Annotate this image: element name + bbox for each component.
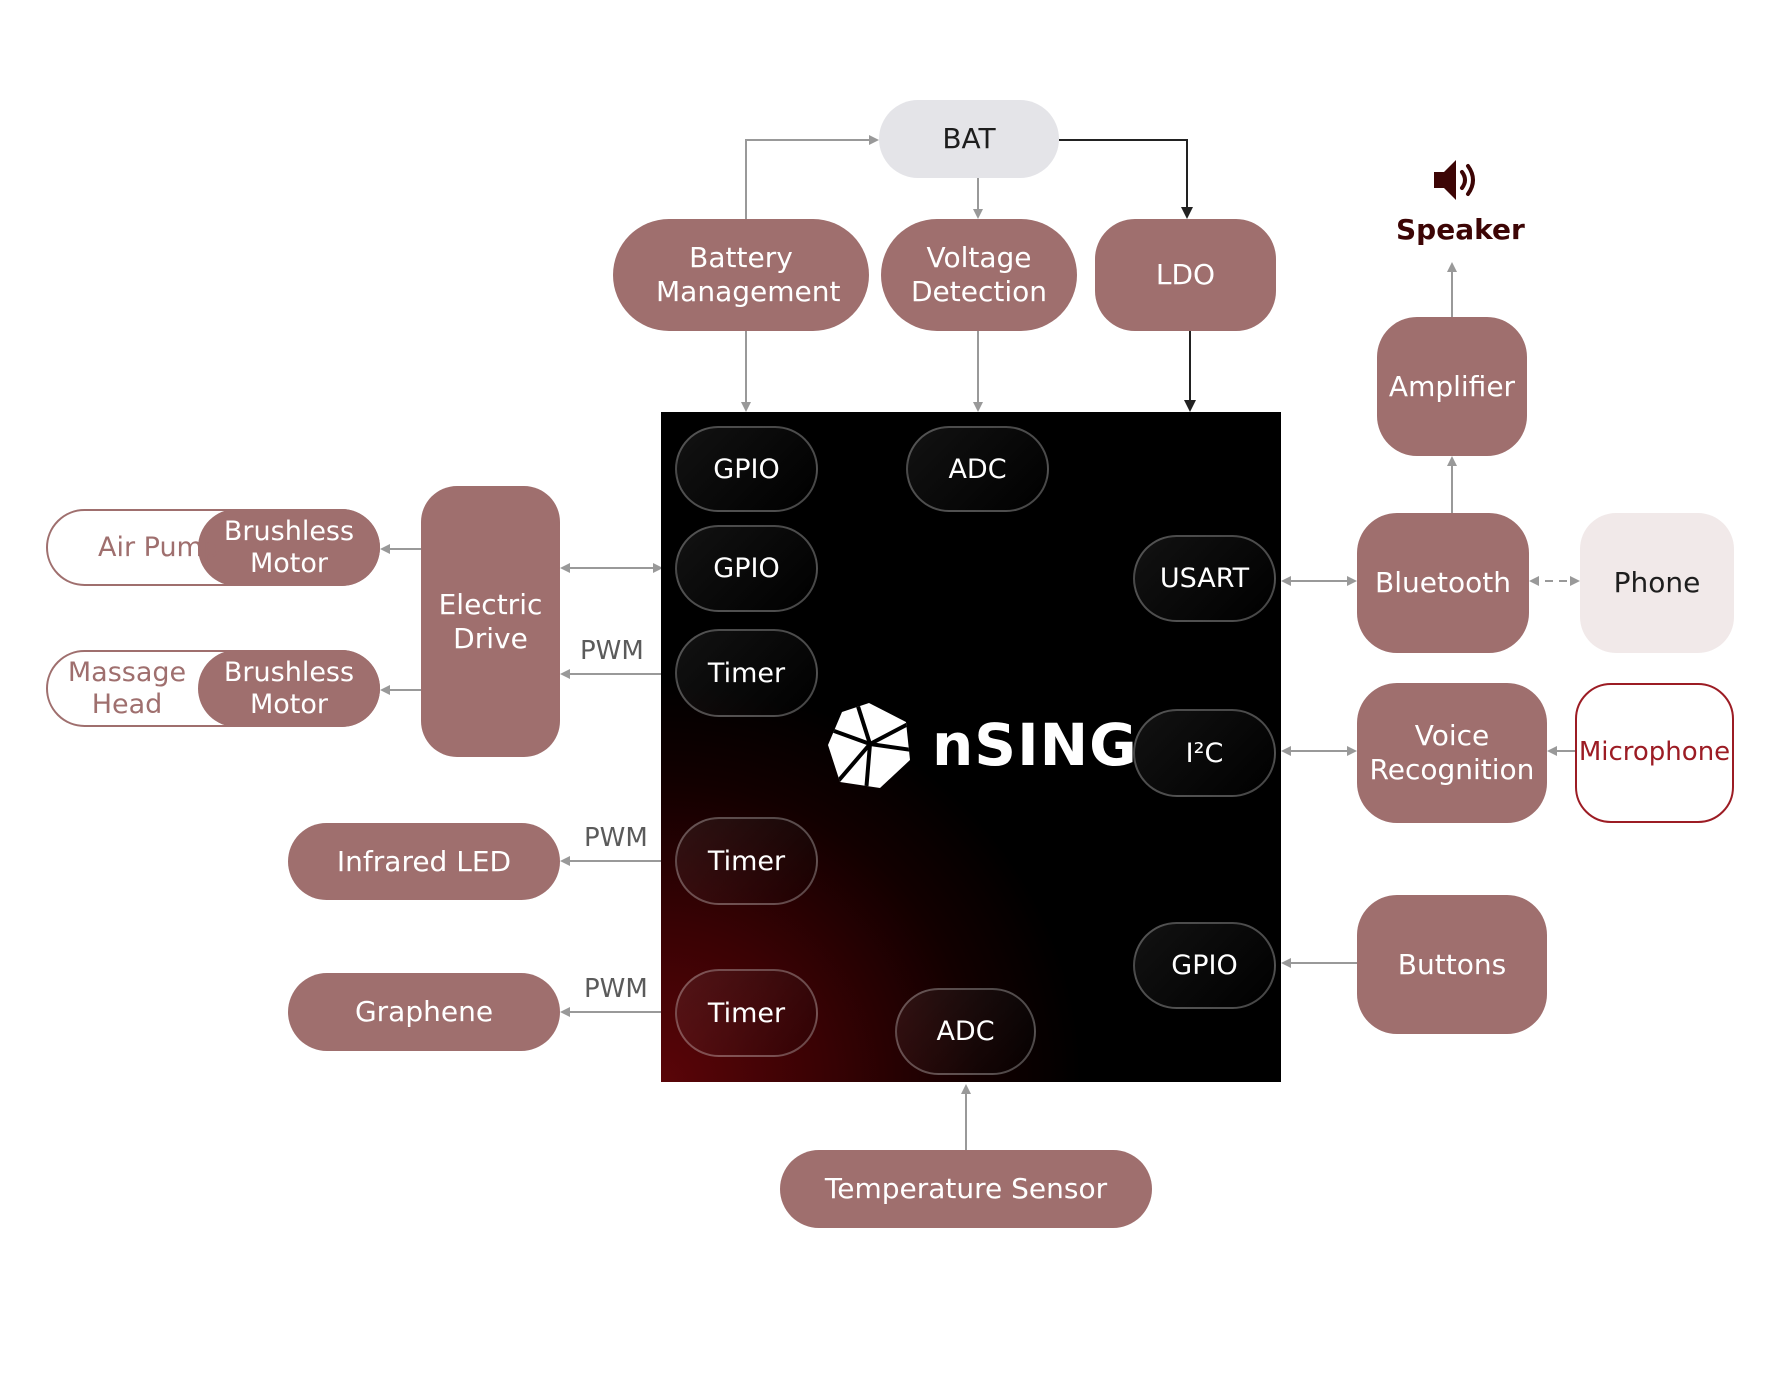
- pwm-label-graphene: PWM: [584, 974, 648, 1004]
- amplifier-node: Amplifier: [1377, 317, 1527, 456]
- port-label: ADC: [948, 453, 1007, 485]
- microphone-node: Microphone: [1575, 683, 1734, 823]
- voice-recognition-node: Voice Recognition: [1357, 683, 1547, 823]
- temperature-sensor-node: Temperature Sensor: [780, 1150, 1152, 1228]
- port-gpio-buttons: GPIO: [1133, 922, 1276, 1009]
- port-label: GPIO: [713, 453, 780, 485]
- bluetooth-node: Bluetooth: [1357, 513, 1529, 653]
- port-usart: USART: [1133, 535, 1276, 622]
- ldo-label: LDO: [1155, 258, 1216, 292]
- massage-head-label: Massage Head: [67, 657, 187, 720]
- voltage-detection-label: Voltage Detection: [910, 241, 1048, 308]
- port-label: Timer: [707, 997, 786, 1029]
- ldo-node: LDO: [1095, 219, 1276, 331]
- port-timer-ir: Timer: [675, 817, 818, 905]
- pwm-label-drive: PWM: [580, 636, 644, 666]
- infrared-led-label: Infrared LED: [336, 844, 512, 878]
- battery-node: BAT: [879, 100, 1059, 178]
- port-timer-graphene: Timer: [675, 969, 818, 1057]
- air-pump-label: Air Pump: [97, 531, 220, 563]
- massage-head-motor-label: Brushless Motor: [198, 650, 380, 727]
- wire-bat-ldo: [1059, 139, 1193, 219]
- port-gpio-top: GPIO: [675, 426, 818, 512]
- port-label: Timer: [707, 845, 786, 877]
- microphone-label: Microphone: [1578, 737, 1731, 768]
- voltage-detection-node: Voltage Detection: [881, 219, 1077, 331]
- wire-batmgmt-bat: [745, 135, 879, 219]
- graphene-node: Graphene: [288, 973, 560, 1051]
- speaker-icon: [1434, 160, 1475, 200]
- port-label: GPIO: [713, 553, 780, 584]
- battery-management-node: Battery Management: [613, 219, 869, 331]
- amplifier-label: Amplifier: [1388, 369, 1516, 403]
- port-label: GPIO: [1171, 950, 1238, 981]
- port-label: ADC: [936, 1016, 995, 1047]
- buttons-label: Buttons: [1397, 947, 1507, 981]
- temperature-sensor-label: Temperature Sensor: [824, 1172, 1108, 1206]
- port-label: I²C: [1185, 737, 1224, 769]
- phone-node: Phone: [1580, 513, 1734, 653]
- pwm-label-ir: PWM: [584, 823, 648, 853]
- port-adc-top: ADC: [906, 426, 1049, 512]
- bluetooth-label: Bluetooth: [1375, 566, 1511, 600]
- massage-head-node: Massage Head Brushless Motor: [46, 650, 380, 727]
- graphene-label: Graphene: [354, 995, 494, 1029]
- speaker-label: Speaker: [1396, 213, 1525, 246]
- port-timer-drive: Timer: [675, 629, 818, 717]
- port-label: Timer: [707, 657, 786, 689]
- port-i2c: I²C: [1133, 709, 1276, 797]
- battery-management-label: Battery Management: [656, 241, 841, 308]
- air-pump-motor-label: Brushless Motor: [198, 509, 380, 586]
- electric-drive-label: Electric Drive: [438, 587, 543, 655]
- port-adc-temp: ADC: [895, 988, 1036, 1075]
- nsing-logo-icon: [828, 703, 910, 788]
- nsing-logo: nSING: [826, 700, 1138, 790]
- buttons-node: Buttons: [1357, 895, 1547, 1034]
- voice-recognition-label: Voice Recognition: [1369, 719, 1535, 786]
- battery-label: BAT: [942, 122, 996, 156]
- port-gpio-drive: GPIO: [675, 525, 818, 612]
- infrared-led-node: Infrared LED: [288, 823, 560, 900]
- air-pump-node: Air Pump Brushless Motor: [46, 509, 380, 586]
- port-label: USART: [1159, 563, 1250, 594]
- phone-label: Phone: [1613, 566, 1701, 600]
- electric-drive-node: Electric Drive: [421, 486, 560, 757]
- brand-name: nSING: [932, 711, 1138, 779]
